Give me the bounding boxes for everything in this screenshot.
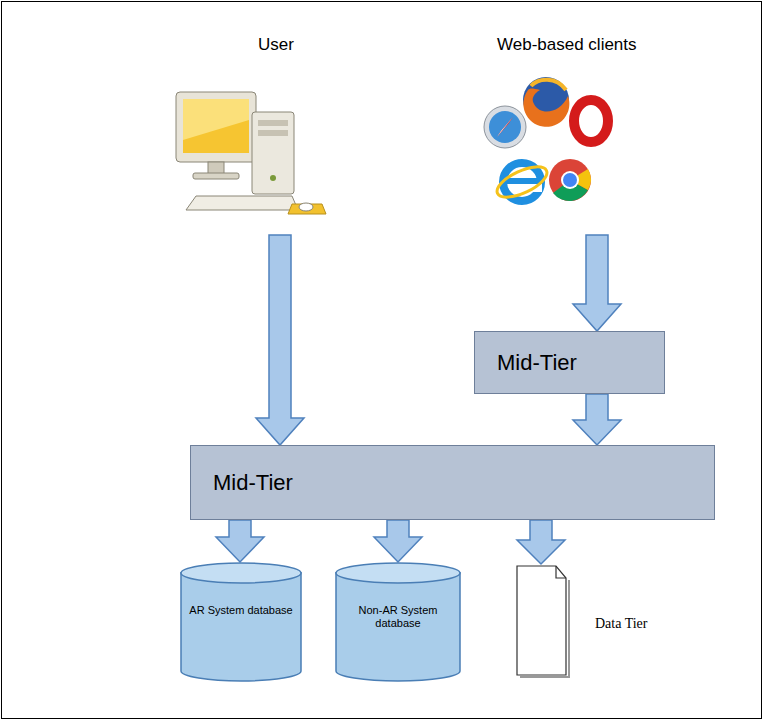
browser-icons xyxy=(484,77,608,203)
node-text: Mid-Tier xyxy=(213,470,293,496)
node-text: Mid-Tier xyxy=(497,350,577,376)
database-cylinder: Non-AR System database xyxy=(335,562,461,682)
node-text: Non-AR System database xyxy=(343,604,453,630)
node-text: AR System database xyxy=(188,604,294,617)
block-arrow xyxy=(216,520,264,562)
column-heading: User xyxy=(258,35,294,55)
document-icon xyxy=(517,566,569,677)
mid-tier-box: Mid-Tier xyxy=(474,331,665,394)
database-cylinder: AR System database xyxy=(180,562,302,682)
mid-tier-box: Mid-Tier xyxy=(190,445,715,520)
cylinder-outline xyxy=(180,562,302,682)
block-arrow xyxy=(573,394,621,445)
computer-icon xyxy=(176,92,326,214)
block-arrow xyxy=(256,235,304,445)
column-heading: Web-based clients xyxy=(497,35,637,55)
block-arrow xyxy=(573,235,621,331)
tier-label: Data Tier xyxy=(595,616,648,632)
block-arrow xyxy=(374,520,422,562)
block-arrow xyxy=(517,520,565,564)
